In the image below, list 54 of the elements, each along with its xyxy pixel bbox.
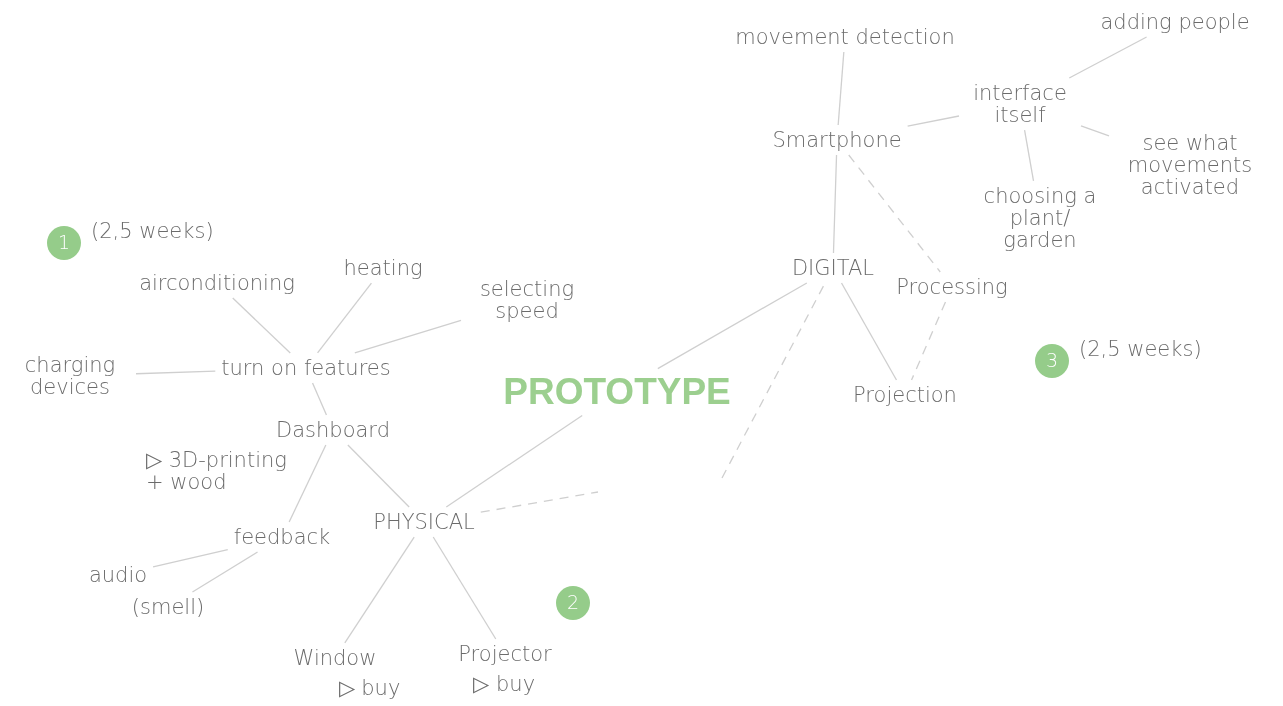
topic-label: Dashboard (276, 418, 390, 442)
dashed-connector (848, 154, 941, 273)
topic-label: airconditioning (139, 271, 295, 295)
topic-label: Smartphone (772, 128, 902, 152)
connector-line (445, 414, 583, 508)
topic-label: movement detection (735, 25, 955, 49)
topic-label: heating (343, 256, 423, 280)
step-number: 2 (566, 593, 580, 613)
topic-label: selecting speed (479, 276, 575, 323)
topic-label: Window (293, 646, 377, 670)
connector-line (840, 282, 898, 381)
connector-line (347, 444, 410, 508)
connector-line (354, 319, 462, 354)
topic-label: (smell) (131, 595, 205, 619)
step-circle (556, 586, 590, 620)
connector-line (657, 282, 808, 370)
connector-line (191, 551, 259, 593)
topic-label: choosing a plant/ garden (983, 183, 1097, 252)
central-topic: PROTOTYPE (503, 370, 731, 412)
topic-label: feedback (233, 525, 331, 549)
topic-label: see what movements activated (1127, 130, 1253, 199)
side-note: ▷ buy (338, 677, 401, 699)
connector-line (311, 382, 328, 416)
step-number: 1 (57, 233, 71, 253)
topic-label: interface itself (973, 80, 1067, 127)
connector-line (344, 536, 415, 644)
topic-label: Projector (458, 642, 552, 666)
topic-label: DIGITAL (791, 256, 875, 280)
connector-line (316, 282, 373, 354)
side-note: (2,5 weeks) (91, 220, 214, 243)
dashed-connector (910, 301, 947, 381)
connector-line (837, 51, 845, 126)
connector-line (432, 536, 497, 640)
connector-line (288, 444, 327, 523)
connector-line (1023, 129, 1035, 182)
connector-line (907, 115, 960, 127)
topic-label: Projection (853, 383, 957, 407)
topic-label: adding people (1100, 10, 1250, 34)
topic-label: turn on features (221, 356, 391, 380)
connector-line (1068, 36, 1148, 79)
topic-label: audio (88, 563, 148, 587)
dashed-connector (480, 491, 599, 513)
topic-label: PHYSICAL (373, 510, 475, 534)
connector-line (832, 154, 838, 254)
connector-line (232, 297, 291, 354)
step-number: 3 (1045, 351, 1059, 371)
side-note: (2,5 weeks) (1079, 338, 1202, 361)
topic-label: Processing (896, 275, 1008, 299)
connector-line (135, 370, 216, 375)
topic-label: charging devices (24, 352, 116, 399)
side-note: ▷ buy (473, 673, 536, 695)
connector-line (1080, 125, 1110, 137)
side-note: ▷ 3D-printing + wood (146, 449, 288, 494)
connector-line (152, 548, 229, 568)
